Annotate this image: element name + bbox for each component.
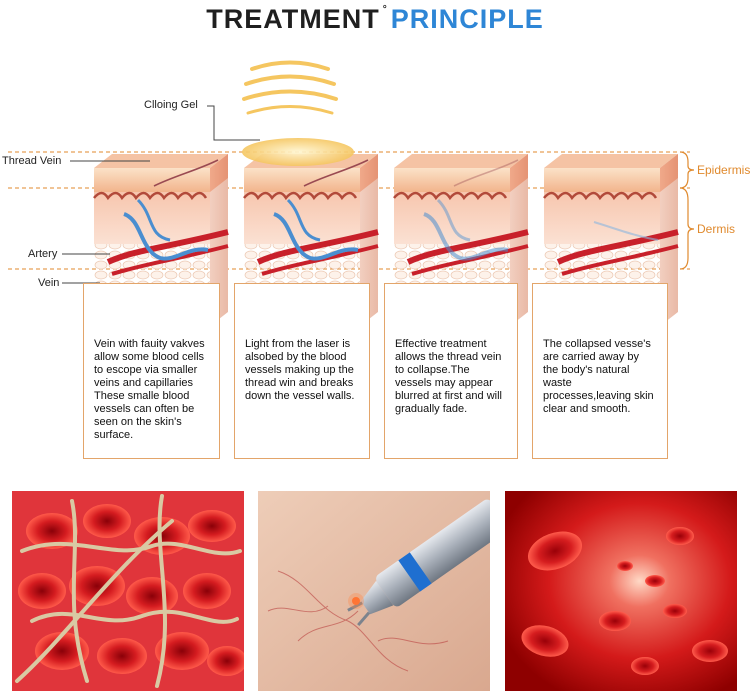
step-1-description: Vein with fauity vakves allow some blood… bbox=[83, 283, 220, 459]
dermis-label: Dermis bbox=[697, 222, 735, 236]
title-part-principle: PRINCIPLE bbox=[390, 4, 544, 34]
cooling-gel-label: Clloing Gel bbox=[144, 99, 198, 111]
epidermis-label: Epidermis bbox=[697, 163, 750, 177]
artery-label: Artery bbox=[28, 248, 58, 260]
title-part-treatment: TREATMENT bbox=[206, 4, 380, 34]
vein-label: Vein bbox=[38, 277, 60, 289]
step-3-description: Effective treatment allows the thread ve… bbox=[384, 283, 518, 459]
cooling-gel-blob bbox=[242, 138, 354, 166]
page-title: TREATMENT°PRINCIPLE bbox=[0, 4, 750, 35]
laser-light-waves bbox=[242, 60, 338, 115]
photo-laser-handpiece bbox=[258, 491, 490, 691]
photo-blood-clot bbox=[12, 491, 244, 691]
layer-brackets bbox=[679, 151, 695, 270]
step-4-description: The collapsed vesse's are carried away b… bbox=[532, 283, 668, 459]
thread-vein-label: Thread Vein bbox=[2, 155, 62, 167]
label-leader-lines bbox=[62, 105, 260, 284]
photo-blood-vessel bbox=[505, 491, 737, 691]
title-separator: ° bbox=[382, 4, 388, 15]
step-2-description: Light from the laser is alsobed by the b… bbox=[234, 283, 370, 459]
